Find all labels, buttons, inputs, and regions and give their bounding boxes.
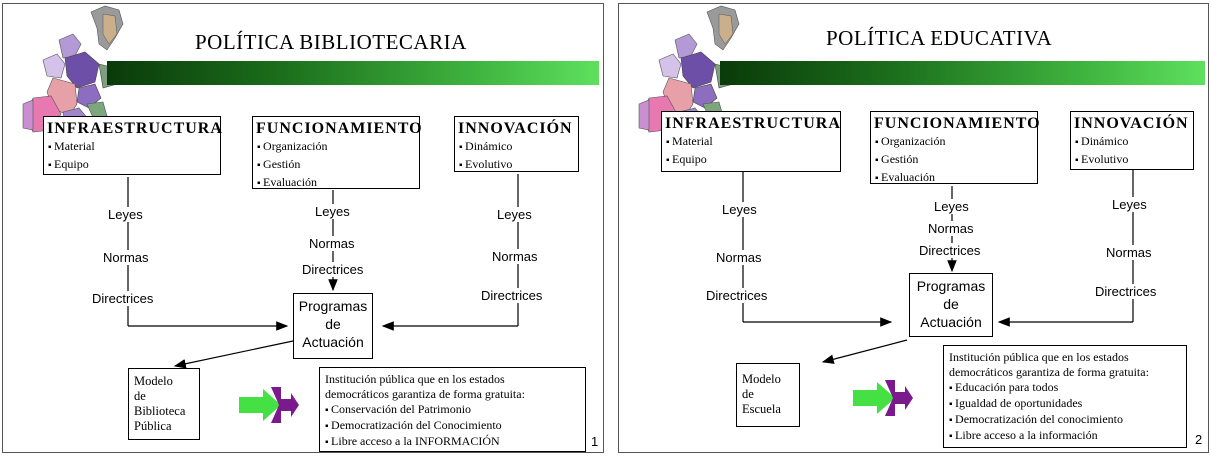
bullet-item: Equipo — [44, 156, 220, 174]
label-normas: Normas — [491, 249, 539, 264]
label-leyes: Leyes — [933, 199, 970, 214]
box-institucion: Institución pública que en los estados d… — [943, 345, 1187, 448]
box-heading: INNOVACIÓN — [1074, 115, 1189, 132]
box-institucion: Institución pública que en los estados d… — [319, 367, 586, 452]
label-directrices: Directrices — [1094, 284, 1158, 299]
box-infraestructura: INFRAESTRUCTURA Material Equipo — [43, 116, 223, 175]
bullet-item: Evaluación — [871, 169, 1037, 187]
modelo-line: Modelo — [742, 372, 781, 386]
bullet-item: Educación para todos — [949, 380, 1186, 396]
bullet-item: Gestión — [871, 151, 1037, 169]
green-purple-arrow-icon — [239, 387, 299, 423]
bullet-item: Material — [44, 138, 220, 156]
box-programas: Programas de Actuación — [293, 293, 373, 359]
modelo-line: Escuela — [742, 402, 781, 416]
title-gradient-bar — [720, 61, 1205, 85]
intro-line: democráticos garantiza de forma gratuita… — [325, 387, 525, 401]
bullet-item: Evolutivo — [1071, 151, 1193, 169]
bullet-item: Dinámico — [1071, 133, 1193, 151]
label-leyes: Leyes — [721, 202, 758, 217]
modelo-line: Modelo — [134, 374, 173, 388]
label-normas: Normas — [308, 236, 356, 251]
bullet-item: Democratización del conocimiento — [949, 412, 1186, 428]
bullet-item: Conservación del Patrimonio — [325, 402, 585, 418]
connector-lines — [127, 174, 519, 369]
bullet-item: Dinámico — [455, 138, 578, 156]
green-purple-arrow-icon — [853, 380, 913, 416]
bullet-item: Equipo — [662, 151, 840, 169]
programas-line: de — [325, 316, 341, 332]
box-heading: INFRAESTRUCTURA — [665, 115, 841, 132]
label-directrices: Directrices — [918, 243, 982, 258]
modelo-line: Pública — [134, 419, 172, 433]
label-directrices: Directrices — [301, 262, 365, 277]
intro-line: Institución pública que en los estados — [325, 372, 505, 386]
box-heading: FUNCIONAMIENTO — [874, 115, 1041, 132]
page-number: 1 — [591, 434, 599, 449]
box-heading: FUNCIONAMIENTO — [256, 120, 423, 137]
label-normas: Normas — [715, 250, 763, 265]
slide-politica-bibliotecaria: POLÍTICA BIBLIOTECARIA INFRAESTRUCTURA M… — [2, 3, 604, 453]
label-directrices: Directrices — [91, 291, 155, 306]
bullet-item: Igualdad de oportunidades — [949, 396, 1186, 412]
box-heading: INFRAESTRUCTURA — [47, 120, 223, 137]
box-funcionamiento: FUNCIONAMIENTO Organización Gestión Eval… — [870, 111, 1041, 187]
slide-politica-educativa: POLÍTICA EDUCATIVA INFRAESTRUCTURA Mater… — [618, 3, 1209, 453]
modelo-line: de — [742, 387, 754, 401]
intro-line: Institución pública que en los estados — [949, 350, 1129, 364]
bullet-item: Gestión — [253, 156, 419, 174]
programas-line: de — [943, 296, 959, 312]
bullet-item: Evaluación — [253, 174, 419, 192]
box-infraestructura: INFRAESTRUCTURA Material Equipo — [661, 111, 841, 172]
label-directrices: Directrices — [705, 288, 769, 303]
label-normas: Normas — [1105, 245, 1153, 260]
bullet-item: Evolutivo — [455, 156, 578, 174]
box-modelo: Modelo de Biblioteca Pública — [128, 368, 200, 440]
label-leyes: Leyes — [1111, 197, 1148, 212]
bullet-item: Organización — [253, 138, 419, 156]
box-programas: Programas de Actuación — [909, 273, 993, 337]
label-leyes: Leyes — [496, 207, 533, 222]
page-number: 2 — [1195, 432, 1203, 447]
programas-line: Actuación — [920, 314, 982, 330]
box-funcionamiento: FUNCIONAMIENTO Organización Gestión Eval… — [252, 116, 423, 192]
box-innovacion: INNOVACIÓN Dinámico Evolutivo — [1070, 111, 1194, 170]
bullet-item: Organización — [871, 133, 1037, 151]
label-normas: Normas — [927, 221, 975, 236]
label-normas: Normas — [102, 250, 150, 265]
programas-line: Programas — [916, 278, 986, 294]
label-directrices: Directrices — [480, 288, 544, 303]
box-innovacion: INNOVACIÓN Dinámico Evolutivo — [454, 116, 579, 172]
europe-map-icon — [22, 5, 124, 133]
programas-line: Actuación — [302, 334, 364, 350]
slide-title: POLÍTICA BIBLIOTECARIA — [195, 30, 467, 54]
bullet-item: Material — [662, 133, 840, 151]
bullet-item: Democratización del Conocimiento — [325, 418, 585, 434]
label-leyes: Leyes — [314, 204, 351, 219]
modelo-line: Biblioteca — [134, 404, 186, 418]
bullet-item: Libre acceso a la información — [949, 428, 1186, 444]
box-modelo: Modelo de Escuela — [736, 363, 800, 427]
intro-line: democráticos garantiza de forma gratuita… — [949, 365, 1149, 379]
label-leyes: Leyes — [107, 207, 144, 222]
title-gradient-bar — [107, 61, 599, 85]
modelo-line: de — [134, 389, 146, 403]
slide-title: POLÍTICA EDUCATIVA — [826, 26, 1053, 50]
programas-line: Programas — [298, 298, 368, 314]
box-heading: INNOVACIÓN — [458, 120, 573, 137]
bullet-item: Libre acceso a la INFORMACIÓN — [325, 434, 585, 450]
